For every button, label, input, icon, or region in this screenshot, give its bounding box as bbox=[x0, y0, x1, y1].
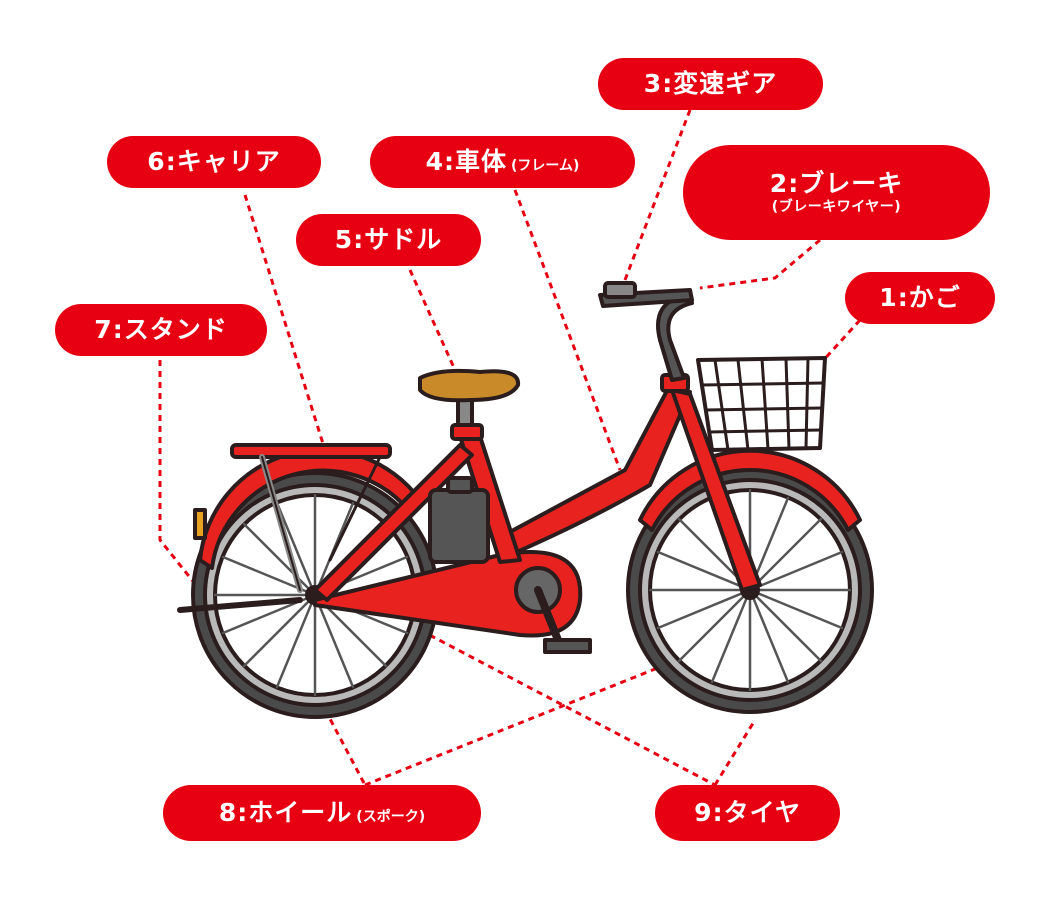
label-stand-text: 7:スタンド bbox=[94, 314, 228, 344]
rear-reflector bbox=[193, 508, 207, 540]
label-carrier-text: 6:キャリア bbox=[147, 146, 281, 176]
label-brake-subtext: (ブレーキワイヤー) bbox=[771, 198, 902, 215]
front-wheel bbox=[626, 466, 874, 714]
label-saddle-text: 5:サドル bbox=[334, 224, 443, 254]
label-saddle: 5:サドル bbox=[296, 214, 481, 266]
saddle bbox=[418, 368, 521, 403]
leader-line-tire-right bbox=[713, 719, 757, 786]
leader-line-gear bbox=[623, 109, 692, 281]
leader-lines bbox=[158, 109, 862, 787]
leader-line-basket bbox=[808, 318, 862, 377]
label-frame-text: 4:車体 bbox=[425, 146, 507, 176]
label-stand: 7:スタンド bbox=[55, 304, 267, 356]
label-brake-text: 2:ブレーキ bbox=[769, 169, 904, 199]
label-tire-text: 9:タイヤ bbox=[694, 797, 801, 827]
leader-line-tire-left bbox=[419, 628, 716, 787]
leader-line-carrier bbox=[243, 194, 327, 451]
kickstand bbox=[177, 597, 303, 613]
label-tire: 9:タイヤ bbox=[655, 785, 840, 841]
basket bbox=[696, 356, 827, 452]
brake-lever bbox=[603, 281, 637, 299]
leader-line-frame bbox=[513, 189, 622, 471]
leader-line-brake bbox=[699, 238, 821, 290]
label-basket: 1:かご bbox=[845, 272, 995, 324]
chain-guard bbox=[313, 550, 583, 638]
bicycle-illustration bbox=[177, 281, 874, 719]
leader-line-stand bbox=[158, 360, 202, 591]
leader-line-wheel-right bbox=[364, 663, 666, 787]
label-basket-text: 1:かご bbox=[879, 282, 961, 312]
label-wheel: 8:ホイール (スポーク) bbox=[163, 785, 481, 841]
leader-line-saddle bbox=[408, 269, 457, 371]
label-wheel-subtext: (スポーク) bbox=[356, 808, 426, 825]
battery bbox=[428, 476, 490, 564]
carrier bbox=[230, 443, 392, 593]
label-frame-subtext: (フレーム) bbox=[511, 157, 580, 174]
label-brake: 2:ブレーキ (ブレーキワイヤー) bbox=[683, 145, 990, 240]
frame-seat-stay bbox=[313, 443, 474, 602]
label-gear: 3:変速ギア bbox=[598, 58, 823, 110]
pedal bbox=[543, 638, 592, 654]
label-wheel-text: 8:ホイール bbox=[218, 797, 353, 827]
handlebar-stem bbox=[656, 293, 694, 382]
label-gear-text: 3:変速ギア bbox=[643, 68, 778, 98]
label-carrier: 6:キャリア bbox=[107, 136, 321, 188]
label-frame: 4:車体 (フレーム) bbox=[370, 136, 635, 188]
